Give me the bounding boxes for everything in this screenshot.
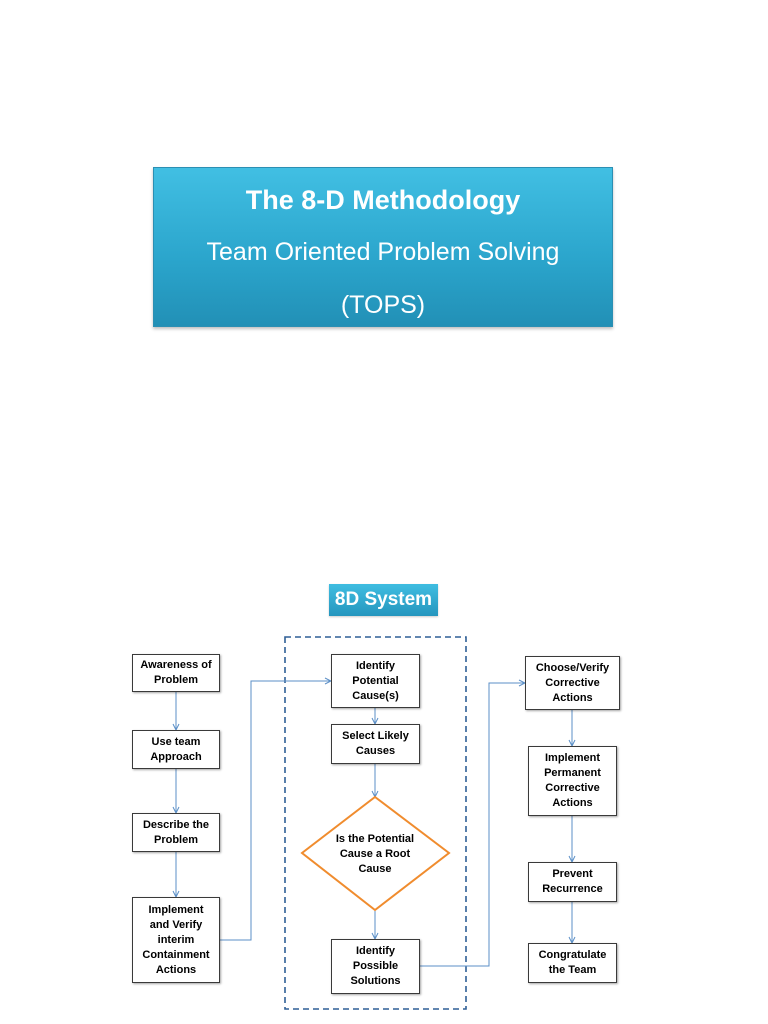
title-main: The 8-D Methodology bbox=[245, 185, 521, 215]
step-identify-solutions: Identify Possible Solutions bbox=[331, 939, 420, 994]
title-subtitle: Team Oriented Problem Solving bbox=[206, 238, 560, 266]
step-team-approach-label: Use team Approach bbox=[150, 735, 202, 763]
step-awareness-label: Awareness of Problem bbox=[140, 659, 212, 686]
system-label: 8D System bbox=[329, 584, 438, 616]
title-banner: The 8-D Methodology Team Oriented Proble… bbox=[153, 167, 613, 327]
step-identify-cause: Identify Potential Cause(s) bbox=[331, 654, 420, 708]
dashed-frame bbox=[284, 636, 467, 1010]
title-abbreviation: (TOPS) bbox=[340, 291, 426, 319]
step-choose-verify-label: Choose/Verify Corrective Actions bbox=[535, 661, 610, 704]
step-team-approach: Use team Approach bbox=[132, 730, 220, 769]
step-identify-solutions-label: Identify Possible Solutions bbox=[350, 945, 401, 987]
step-congratulate: Congratulate the Team bbox=[528, 943, 617, 983]
step-describe-problem-label: Describe the Problem bbox=[142, 818, 210, 846]
step-containment-label: Implement and Verify interim Containment… bbox=[142, 903, 210, 976]
step-implement-permanent-label: Implement Permanent Corrective Actions bbox=[544, 752, 601, 809]
step-select-causes: Select Likely Causes bbox=[331, 724, 420, 764]
step-choose-verify: Choose/Verify Corrective Actions bbox=[525, 656, 620, 710]
step-identify-cause-label: Identify Potential Cause(s) bbox=[352, 659, 399, 702]
step-prevent-recurrence: Prevent Recurrence bbox=[528, 862, 617, 902]
step-containment: Implement and Verify interim Containment… bbox=[132, 897, 220, 983]
arrow-solutions-choose bbox=[420, 683, 525, 967]
step-congratulate-label: Congratulate the Team bbox=[538, 949, 607, 976]
step-awareness: Awareness of Problem bbox=[132, 654, 220, 692]
decision-label: Is the Potential Cause a Root Cause bbox=[335, 832, 415, 875]
step-describe-problem: Describe the Problem bbox=[132, 813, 220, 852]
decision-diamond bbox=[300, 795, 451, 912]
step-select-causes-label: Select Likely Causes bbox=[342, 730, 409, 757]
arrow-containment-identify-cause bbox=[220, 681, 331, 941]
step-implement-permanent: Implement Permanent Corrective Actions bbox=[528, 746, 617, 816]
step-prevent-recurrence-label: Prevent Recurrence bbox=[542, 868, 603, 895]
